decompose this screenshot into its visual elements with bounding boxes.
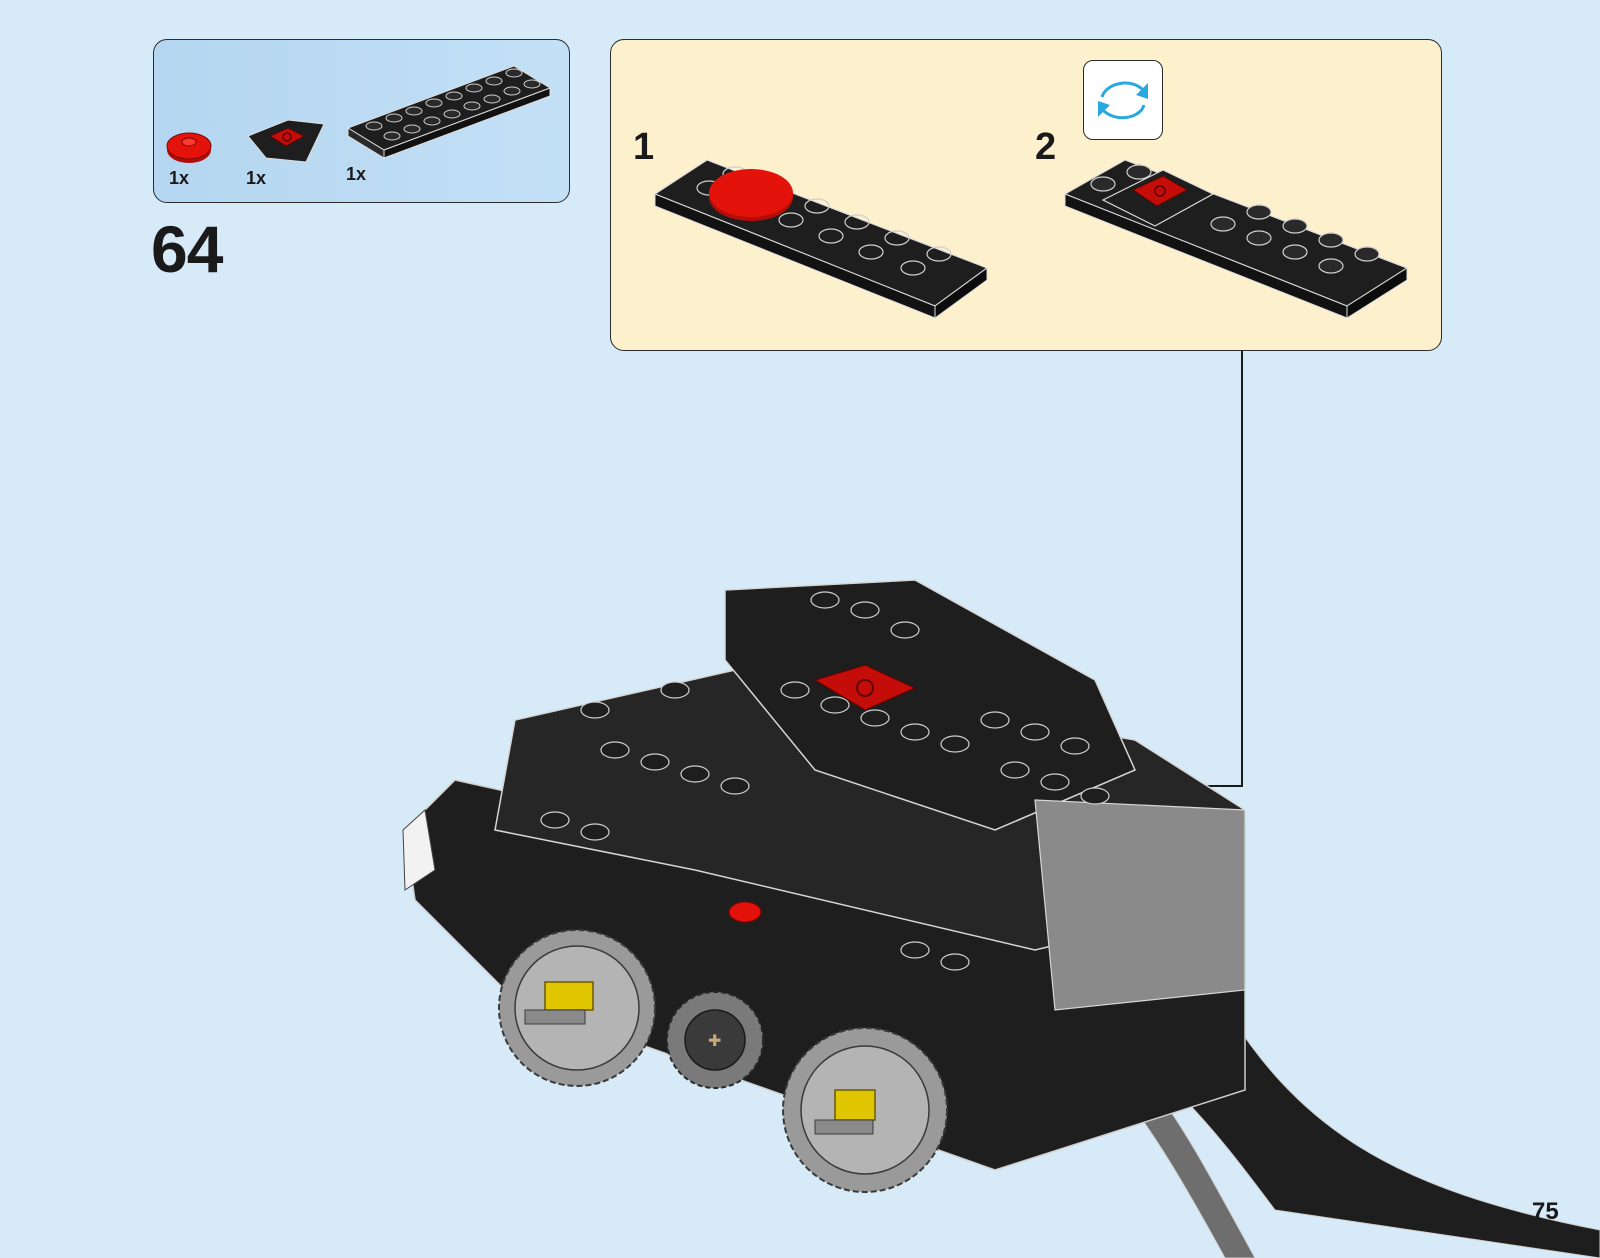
svg-text:✚: ✚ bbox=[708, 1031, 721, 1050]
gear-left-icon bbox=[499, 930, 655, 1086]
main-model-image: ✚ bbox=[395, 570, 1600, 1258]
gear-middle-icon: ✚ bbox=[667, 992, 763, 1088]
page-number: 75 bbox=[1532, 1198, 1559, 1226]
gear-right-icon bbox=[783, 1028, 947, 1192]
